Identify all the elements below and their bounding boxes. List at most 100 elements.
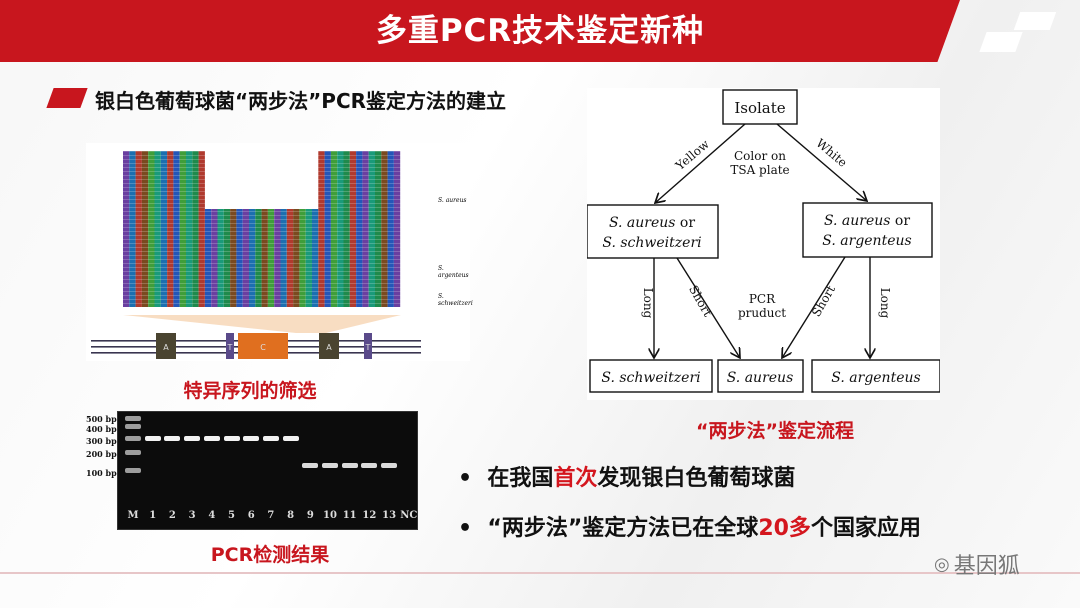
alignment-row-line	[123, 267, 401, 268]
alignment-column	[274, 209, 281, 307]
alignment-column	[242, 209, 249, 307]
alignment-row-line	[123, 199, 401, 200]
bullet-item: • “两步法”鉴定方法已在全球20多个国家应用	[458, 516, 921, 541]
gene-block-label: A	[326, 343, 332, 352]
alignment-column	[148, 151, 155, 307]
section-title: 银白色葡萄球菌“两步法”PCR鉴定方法的建立	[95, 89, 507, 113]
alignment-column	[318, 151, 325, 307]
alignment-row-line	[123, 171, 401, 172]
right-box-or: or	[890, 213, 910, 229]
alignment-column	[129, 151, 136, 307]
gel-band	[144, 436, 161, 441]
alignment-row-line	[123, 259, 401, 260]
alignment-row-line	[123, 183, 401, 184]
alignment-column	[160, 151, 168, 307]
alignment-row-line	[123, 207, 401, 208]
alignment-column	[343, 151, 350, 307]
lane-label: 10	[323, 510, 337, 521]
bullet-item: • 在我国首次发现银白色葡萄球菌	[458, 466, 796, 491]
bullet-text: 在我国	[487, 466, 554, 491]
gel-band	[164, 436, 181, 441]
color-label: Color on	[734, 149, 786, 163]
gene-block	[156, 333, 176, 359]
alignment-row-line	[123, 195, 401, 196]
section-marker	[46, 88, 88, 108]
right-box-text: S. argenteus	[822, 233, 911, 249]
gel-band	[125, 468, 141, 473]
lane-label: 11	[342, 510, 357, 521]
gel-band	[125, 424, 141, 429]
left-box-text: S. aureus	[609, 215, 676, 231]
alignment-row-line	[123, 283, 401, 284]
long-label: Long	[878, 288, 892, 319]
gene-block-label: T	[365, 343, 371, 352]
gel-band	[125, 450, 141, 455]
gene-block-label: T	[227, 343, 233, 352]
left-box-or: or	[675, 215, 695, 231]
alignment-row-line	[123, 287, 401, 288]
ladder-label: 300 bp	[86, 436, 117, 446]
alignment-column	[167, 151, 174, 307]
alignment-row-line	[123, 151, 401, 152]
alignment-column	[154, 151, 161, 307]
gel-band	[184, 436, 201, 441]
alignment-column	[255, 209, 262, 307]
alignment-row-line	[123, 219, 401, 220]
bullet-text: “两步法”鉴定方法已在全球	[487, 516, 759, 541]
svg-text:S. aureus or: S. aureus or	[609, 215, 695, 231]
alignment-row-line	[123, 271, 401, 272]
alignment-column	[173, 151, 180, 307]
zoom-projection	[123, 315, 401, 333]
alignment-column	[249, 209, 256, 307]
lane-label: 12	[362, 510, 377, 521]
alignment-column	[362, 151, 369, 307]
lane-label: 4	[208, 510, 216, 521]
alignment-row-line	[123, 163, 401, 164]
alignment-row-line	[123, 291, 401, 292]
alignment-column	[293, 209, 300, 307]
short-label: Short	[686, 283, 715, 319]
alignment-row-line	[123, 227, 401, 228]
bullet-text: 发现银白色葡萄球菌	[597, 466, 796, 491]
alignment-column	[305, 209, 312, 307]
alignment-column	[330, 151, 338, 307]
alignment-row-line	[123, 263, 401, 264]
node-right	[802, 202, 933, 258]
watermark: ◎基因狐	[934, 548, 1020, 580]
pcr-label: pruduct	[738, 306, 786, 320]
alignment-column	[324, 151, 331, 307]
gel-band	[381, 463, 398, 468]
short-label: Short	[809, 283, 838, 319]
leaf-schweitzeri	[589, 359, 713, 393]
lane-label: 1	[149, 510, 157, 521]
lane-label: 9	[306, 510, 314, 521]
alignment-row-line	[123, 223, 401, 224]
alignment-row-line	[123, 311, 401, 312]
alignment-row-line	[123, 211, 401, 212]
alignment-row-line	[123, 299, 401, 300]
alignment-column	[349, 151, 357, 307]
lane-label: 13	[382, 510, 397, 521]
alignment-row-line	[123, 215, 401, 216]
right-box-text: S. aureus	[824, 213, 891, 229]
footer-divider	[0, 572, 1080, 574]
slide-title: 多重PCR技术鉴定新种	[375, 13, 705, 49]
group-label: S. aureus	[438, 197, 467, 204]
alignment-column	[337, 151, 344, 307]
bullet-text: 个国家应用	[810, 516, 921, 541]
watermark-text: 基因狐	[953, 554, 1020, 579]
alignment-column	[186, 151, 193, 307]
gel-band	[125, 436, 141, 441]
leaf-label: S. schweitzeri	[601, 370, 700, 386]
group-label: S. schweitzeri	[438, 293, 473, 307]
white-label: White	[813, 136, 849, 170]
alignment-row-line	[123, 279, 401, 280]
alignment-row-line	[123, 191, 401, 192]
alignment-row-line	[123, 203, 401, 204]
alignment-column	[312, 209, 319, 307]
alignment-column	[236, 209, 243, 307]
alignment-column	[280, 209, 287, 307]
alignment-column	[135, 151, 142, 307]
alignment-row-line	[123, 243, 401, 244]
